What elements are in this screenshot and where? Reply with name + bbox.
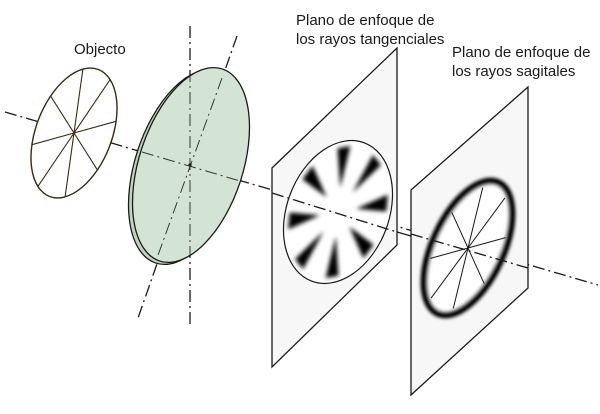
spoke xyxy=(31,132,75,146)
tangential-label-line2: los rayos tangenciales xyxy=(296,31,445,48)
spoke xyxy=(73,120,117,134)
object-spokes xyxy=(31,69,117,197)
sagittal-sharp-spokes xyxy=(430,187,506,309)
spoke xyxy=(73,79,111,134)
spoke xyxy=(430,247,469,299)
sagittal-focus-plane xyxy=(410,85,529,397)
spoke xyxy=(430,247,469,259)
spoke xyxy=(467,237,506,249)
spoke xyxy=(467,197,506,249)
blurred-blade xyxy=(356,194,388,212)
object-label: Objecto xyxy=(74,41,126,58)
spoke xyxy=(73,69,84,134)
blurred-blade xyxy=(352,154,381,193)
blurred-blade xyxy=(349,226,374,259)
sagittal-plane-label: Plano de enfoque de los rayos sagitales xyxy=(452,43,590,81)
blurred-blade xyxy=(295,231,324,270)
object-wheel xyxy=(30,67,118,199)
sagittal-label-line2: los rayos sagitales xyxy=(452,63,576,80)
spoke xyxy=(50,95,75,134)
spoke xyxy=(467,247,485,284)
spoke xyxy=(452,247,469,309)
tangential-plane-label: Plano de enfoque de los rayos tangencial… xyxy=(296,11,444,49)
spoke xyxy=(467,187,484,249)
tangential-focus-plane xyxy=(271,46,398,369)
sagittal-label-line1: Plano de enfoque de xyxy=(452,44,591,61)
blurred-blade xyxy=(325,236,339,278)
blurred-blade xyxy=(337,146,351,188)
spoke xyxy=(73,132,98,171)
spoke xyxy=(451,212,469,249)
tangential-label-line1: Plano de enfoque de xyxy=(296,12,435,29)
spoke xyxy=(64,132,75,197)
spoke xyxy=(37,132,75,187)
blurred-blade xyxy=(288,212,320,230)
blurred-blade xyxy=(302,165,327,198)
tangential-blurred-spokes xyxy=(288,146,388,278)
